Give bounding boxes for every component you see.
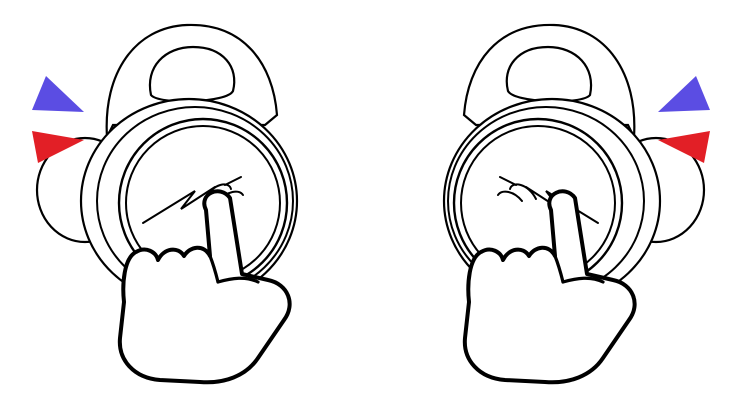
red-arrow-icon xyxy=(658,131,710,163)
left-earbud xyxy=(32,23,299,385)
right-earbud xyxy=(442,23,710,385)
blue-arrow-icon xyxy=(32,76,84,112)
blue-arrow-icon xyxy=(658,76,710,112)
red-arrow-icon xyxy=(32,131,84,163)
